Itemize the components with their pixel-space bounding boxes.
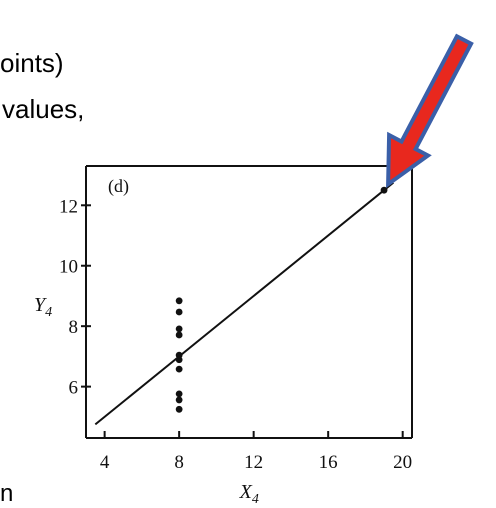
chart-frame: [85, 165, 413, 439]
x-tick-label: 16: [319, 452, 338, 473]
regression-line: [94, 181, 395, 426]
data-point: [175, 396, 183, 404]
data-point: [380, 186, 388, 194]
data-points: [175, 186, 388, 413]
annotation-arrow: [386, 33, 474, 189]
data-point: [175, 325, 183, 333]
x-tick-label: 12: [244, 452, 263, 473]
data-point: [175, 297, 183, 305]
x-tick-label: 20: [393, 452, 412, 473]
y-tick-label: 12: [59, 196, 78, 217]
x-tick-label: 4: [100, 452, 110, 473]
data-point: [175, 405, 183, 413]
slide-text-fragment-2: values,: [2, 94, 85, 124]
x-axis-title-subscript: 4: [252, 492, 259, 507]
data-point: [175, 331, 183, 339]
slide-text-fragment-3: n: [0, 480, 14, 507]
y-axis-title-main: Y: [34, 294, 47, 316]
data-point: [175, 390, 183, 398]
y-tick-label: 6: [69, 378, 79, 399]
data-point: [175, 308, 183, 316]
x-ticks: 4 8 12 16 20: [100, 431, 412, 473]
x-axis-title-main: X: [239, 481, 253, 503]
y-axis-title-subscript: 4: [45, 305, 52, 320]
y-tick-label: 10: [59, 257, 78, 278]
panel-label: (d): [108, 176, 129, 197]
data-point: [175, 365, 183, 373]
y-ticks: 6 8 10 12: [59, 196, 91, 399]
data-point: [175, 356, 183, 364]
slide-text-fragment-1: oints): [0, 48, 64, 78]
y-axis-title: Y4: [34, 294, 52, 320]
y-tick-label: 8: [69, 317, 79, 338]
x-axis-title: X4: [239, 481, 259, 507]
x-tick-label: 8: [174, 452, 184, 473]
